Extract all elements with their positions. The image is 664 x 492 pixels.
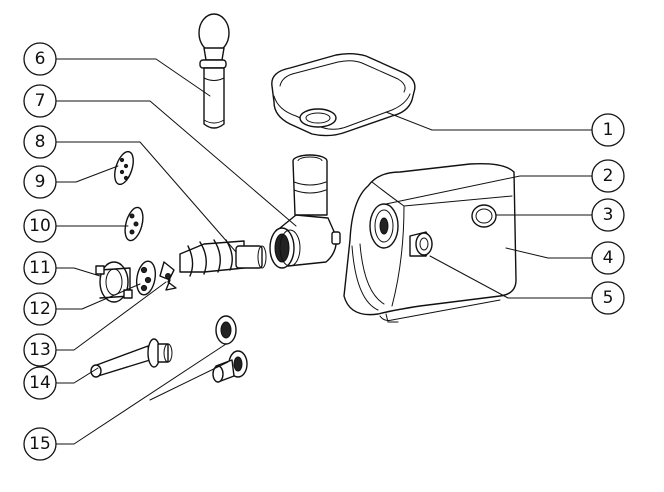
callout-14: 14 [23,366,57,400]
callout-5: 5 [591,281,625,315]
callout-label-8: 8 [35,132,46,152]
callout-label-15: 15 [29,434,51,454]
callout-1: 1 [591,113,625,147]
tray-part [271,53,416,137]
callout-8: 8 [23,125,57,159]
callout-label-12: 12 [29,299,51,319]
callout-label-6: 6 [35,49,46,69]
motor-housing-part [343,162,517,323]
callout-6: 6 [23,42,57,76]
callout-13: 13 [23,333,57,367]
callout-9: 9 [23,165,57,199]
callout-label-7: 7 [35,91,46,111]
callout-15: 15 [23,427,57,461]
grinding-head-part [269,154,341,269]
callout-label-14: 14 [29,373,51,393]
callout-label-5: 5 [603,288,614,308]
callout-12: 12 [23,292,57,326]
callout-label-9: 9 [35,172,46,192]
medium-plate-part [124,206,144,242]
callout-11: 11 [23,251,57,285]
callout-label-11: 11 [29,258,51,278]
ring-nut-part [95,261,133,303]
auger-part [179,239,267,277]
callout-label-1: 1 [603,120,614,140]
callout-2: 2 [591,159,625,193]
callout-label-13: 13 [29,340,51,360]
callout-10: 10 [23,209,57,243]
callout-7: 7 [23,84,57,118]
callout-label-2: 2 [603,166,614,186]
sausage-tube-part [90,338,173,378]
callout-label-4: 4 [603,248,614,268]
callout-label-3: 3 [603,205,614,225]
coarse-plate-part [135,260,157,296]
callout-4: 4 [591,241,625,275]
leader-lines [55,58,593,445]
fine-plate-part [114,150,134,186]
callout-3: 3 [591,198,625,232]
pusher-part [198,13,230,129]
cutting-blade-part [159,261,177,291]
callout-label-10: 10 [29,216,51,236]
